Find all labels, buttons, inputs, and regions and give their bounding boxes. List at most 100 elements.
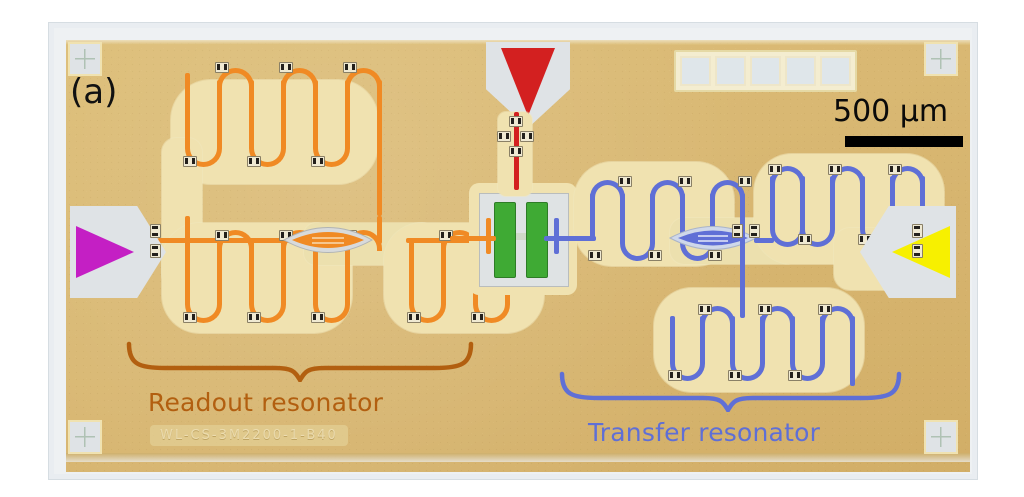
readout-trace-segment — [185, 73, 190, 145]
crossover-bridge — [728, 370, 742, 381]
crossover-bridge — [247, 156, 261, 167]
readout-meander-arc — [345, 68, 382, 91]
crossover-bridge — [183, 312, 197, 323]
transfer-trace-segment — [860, 176, 865, 224]
crossover-bridge — [668, 370, 682, 381]
crosshair-icon — [931, 49, 951, 69]
crossover-bridge — [215, 62, 229, 73]
scalebar-line — [845, 136, 963, 147]
readout-coupler — [282, 221, 374, 259]
transfer-trace-segment — [790, 316, 795, 360]
crossover-bridge — [768, 164, 782, 175]
crossover-bridge — [888, 164, 902, 175]
readout-meander-arc — [249, 140, 286, 167]
crossover-bridge — [912, 224, 923, 238]
readout-meander-arc — [473, 296, 510, 323]
crossover-bridge — [520, 131, 534, 142]
readout-meander-arc — [409, 296, 446, 323]
transfer-meander-arc — [790, 354, 825, 381]
readout-resonator-label: Readout resonator — [148, 388, 384, 417]
transfer-trace-segment — [800, 176, 805, 224]
crossover-bridge — [183, 156, 197, 167]
crossover-bridge — [738, 176, 752, 187]
crossover-bridge — [407, 312, 421, 323]
crossover-bridge — [678, 176, 692, 187]
input-port[interactable] — [76, 226, 134, 278]
readout-meander-arc — [217, 68, 254, 91]
readout-trace-segment — [441, 240, 446, 302]
transfer-meander-arc — [710, 180, 745, 203]
scalebar-label: 500 µm — [833, 94, 949, 129]
transfer-brace — [559, 371, 902, 412]
crossover-bridge — [618, 176, 632, 187]
corner-mark-bottom-left — [68, 420, 102, 454]
crossover-bridge — [758, 304, 772, 315]
readout-trace-segment — [249, 80, 254, 145]
crossover-bridge — [588, 250, 602, 261]
test-pad — [820, 56, 851, 86]
crossover-bridge — [215, 230, 229, 241]
transfer-feedline — [568, 236, 596, 241]
transfer-resonator-label: Transfer resonator — [588, 418, 821, 447]
readout-meander-arc — [313, 140, 350, 167]
transfer-trace-segment — [620, 193, 625, 241]
crossover-bridge — [150, 224, 161, 238]
transfer-trace-segment — [740, 193, 745, 238]
readout-meander-arc — [313, 296, 350, 323]
transfer-meander-arc — [800, 220, 835, 247]
crossover-bridge — [279, 62, 293, 73]
crosshair-icon — [75, 427, 95, 447]
crosshair-icon — [931, 427, 951, 447]
crossover-bridge — [247, 312, 261, 323]
readout-trace-segment — [313, 80, 318, 145]
readout-meander-arc — [281, 68, 318, 91]
transfer-trace-segment — [710, 193, 715, 241]
readout-meander-arc — [249, 296, 286, 323]
readout-feedline — [158, 238, 358, 243]
readout-brace — [126, 341, 474, 382]
test-pad — [750, 56, 781, 86]
crossover-bridge — [698, 304, 712, 315]
readout-trace-segment — [217, 240, 222, 302]
transfer-feedline — [754, 238, 774, 243]
crossover-bridge — [818, 304, 832, 315]
readout-trace-segment — [377, 80, 382, 216]
readout-trace-segment — [217, 80, 222, 145]
crossover-bridge — [708, 250, 722, 261]
qubit-readout-coupler-stub — [450, 236, 496, 241]
test-pad — [680, 56, 711, 86]
crossover-bridge — [471, 312, 485, 323]
crossover-bridge — [798, 234, 812, 245]
qubit-readout-coupler-stub — [486, 218, 491, 254]
test-pad — [715, 56, 746, 86]
readout-trace-segment — [409, 240, 414, 302]
crossover-bridge — [732, 224, 743, 238]
readout-trace-segment — [345, 240, 350, 302]
transfer-trace-segment — [680, 193, 685, 241]
readout-meander-arc — [185, 140, 222, 167]
transfer-trace-segment — [770, 176, 775, 224]
corner-mark-bottom-right — [924, 420, 958, 454]
readout-trace-segment — [249, 240, 254, 302]
transfer-trace-segment — [670, 316, 675, 360]
test-pad — [785, 56, 816, 86]
die-bottom-shading — [66, 453, 970, 462]
crossover-bridge — [439, 230, 453, 241]
readout-meander-arc — [185, 296, 222, 323]
drive-port[interactable] — [501, 48, 555, 116]
crossover-bridge — [648, 250, 662, 261]
readout-trace-segment — [281, 80, 286, 145]
crossover-bridge — [912, 244, 923, 258]
qubit-transfer-coupler-stub — [554, 218, 559, 254]
transfer-trace-segment — [730, 316, 735, 360]
readout-vertical-link — [377, 216, 382, 244]
readout-vertical-link — [185, 216, 190, 244]
transfer-trace-segment — [820, 316, 825, 360]
crossover-bridge — [788, 370, 802, 381]
chip-code-label: WL-CS-3M2200-1-B40 — [150, 425, 348, 446]
transfer-vertical-link — [740, 224, 745, 318]
crossover-bridge — [509, 116, 523, 127]
transfer-trace-segment — [700, 316, 705, 360]
test-pad-array — [674, 50, 857, 92]
